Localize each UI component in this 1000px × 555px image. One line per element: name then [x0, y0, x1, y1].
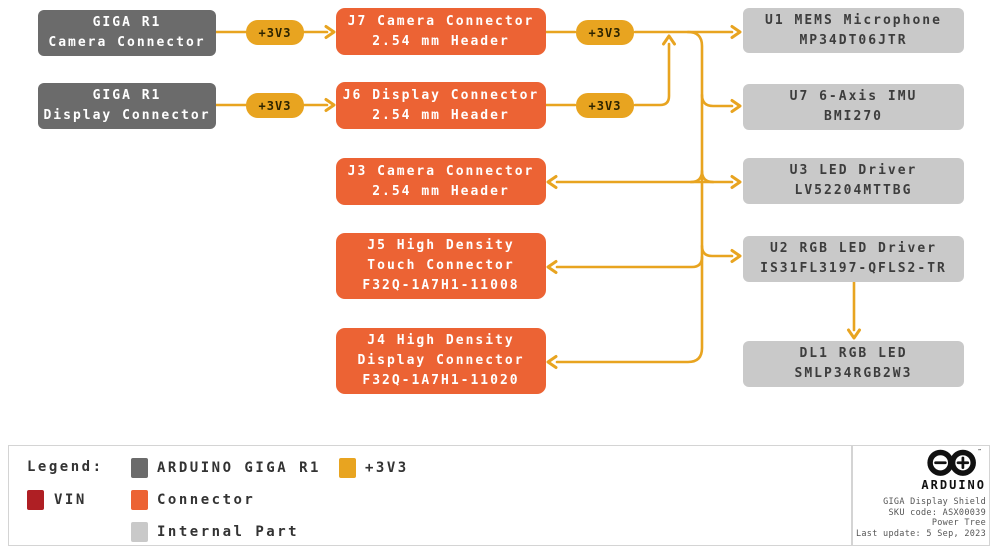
- node-label: U2 RGB LED Driver: [769, 241, 938, 256]
- legend-swatch-internal-part: [131, 522, 148, 542]
- node-j6: J6 Display Connector 2.54 mm Header: [336, 82, 546, 129]
- arrow-into-j7: [324, 25, 336, 39]
- wire-j5: [555, 255, 704, 269]
- footer-doc-type: Power Tree: [931, 518, 986, 528]
- node-giga-camera-connector: GIGA R1 Camera Connector: [38, 10, 216, 56]
- arrow-into-j3: [546, 175, 558, 189]
- node-label: J6 Display Connector: [342, 87, 540, 103]
- node-label: Display Connector: [357, 353, 525, 368]
- legend-panel: Legend: ARDUINO GIGA R1 +3V3 VIN Connect…: [8, 445, 990, 546]
- node-j3: J3 Camera Connector 2.54 mm Header: [336, 158, 546, 205]
- node-label: 2.54 mm Header: [372, 107, 510, 123]
- legend-label-connector: Connector: [157, 492, 256, 508]
- legend-swatch-arduino-giga: [131, 458, 148, 478]
- node-u1: U1 MEMS Microphone MP34DT06JTR: [743, 8, 964, 53]
- wire-junction-arch: [689, 169, 715, 184]
- wire-riser: [633, 42, 671, 107]
- node-label: GIGA R1: [92, 88, 162, 103]
- arrow-into-j4: [546, 355, 558, 369]
- footer-product: GIGA Display Shield: [883, 497, 986, 507]
- legend-label-arduino-giga: ARDUINO GIGA R1: [157, 460, 321, 476]
- node-j7: J7 Camera Connector 2.54 mm Header: [336, 8, 546, 55]
- wire-trunk: [555, 30, 704, 364]
- node-label: 2.54 mm Header: [372, 33, 510, 49]
- legend-title: Legend:: [27, 459, 104, 475]
- badge-3v3: +3V3: [576, 20, 634, 45]
- legend-divider: [851, 446, 853, 545]
- footer-last-update: Last update: 5 Sep, 2023: [855, 528, 986, 539]
- arduino-wordmark: ARDUINO: [921, 478, 986, 492]
- arduino-logo-icon: ™: [927, 448, 981, 476]
- legend-label-vin: VIN: [54, 492, 87, 508]
- node-u2: U2 RGB LED Driver IS31FL3197-QFLS2-TR: [743, 236, 964, 282]
- node-label: GIGA R1: [92, 15, 162, 30]
- node-label: F32Q-1A7H1-11008: [362, 278, 520, 293]
- badge-3v3: +3V3: [246, 20, 304, 45]
- arrow-riser-up: [662, 34, 676, 46]
- node-label: J4 High Density: [367, 333, 515, 348]
- node-label: U1 MEMS Microphone: [765, 12, 942, 28]
- node-label: U3 LED Driver: [789, 163, 918, 178]
- node-label: LV52204MTTBG: [794, 183, 913, 198]
- node-u3: U3 LED Driver LV52204MTTBG: [743, 158, 964, 204]
- node-u7: U7 6-Axis IMU BMI270: [743, 84, 964, 130]
- legend-label-internal-part: Internal Part: [157, 524, 300, 540]
- node-label: Camera Connector: [48, 35, 206, 50]
- arrow-into-u2: [730, 249, 742, 263]
- node-label: IS31FL3197-QFLS2-TR: [760, 261, 947, 276]
- node-label: SMLP34RGB2W3: [794, 366, 913, 381]
- footer-sku: SKU code: ASX00039: [888, 507, 986, 518]
- node-label: J3 Camera Connector: [347, 163, 535, 179]
- legend-label-3v3: +3V3: [365, 460, 409, 476]
- node-label: F32Q-1A7H1-11020: [362, 373, 520, 388]
- node-label: DL1 RGB LED: [799, 346, 908, 361]
- arrow-into-u3: [730, 175, 742, 189]
- footer-brand-block: ™ ARDUINO GIGA Display Shield SKU code: …: [850, 447, 994, 544]
- node-label: J5 High Density: [367, 238, 515, 253]
- legend-swatch-3v3: [339, 458, 356, 478]
- node-label: BMI270: [824, 109, 883, 124]
- arrow-into-j6: [324, 98, 336, 112]
- node-giga-display-connector: GIGA R1 Display Connector: [38, 83, 216, 129]
- footer-info: GIGA Display Shield SKU code: ASX00039 P…: [856, 497, 986, 539]
- wire-branch-u2: [700, 244, 734, 258]
- node-label: Touch Connector: [367, 258, 515, 273]
- arrow-into-u7: [730, 99, 742, 113]
- node-dl1: DL1 RGB LED SMLP34RGB2W3: [743, 341, 964, 387]
- svg-text:™: ™: [978, 448, 981, 454]
- badge-3v3: +3V3: [576, 93, 634, 118]
- node-label: U7 6-Axis IMU: [789, 89, 918, 104]
- legend-swatch-connector: [131, 490, 148, 510]
- node-label: J7 Camera Connector: [347, 13, 535, 29]
- wire-branch-u7: [700, 93, 734, 108]
- node-j5: J5 High Density Touch Connector F32Q-1A7…: [336, 233, 546, 299]
- legend-swatch-vin: [27, 490, 44, 510]
- node-label: 2.54 mm Header: [372, 183, 510, 199]
- arrow-into-dl1: [847, 328, 861, 340]
- node-label: Display Connector: [43, 108, 211, 123]
- node-label: MP34DT06JTR: [799, 32, 908, 48]
- badge-3v3: +3V3: [246, 93, 304, 118]
- node-j4: J4 High Density Display Connector F32Q-1…: [336, 328, 546, 394]
- arrow-into-j5: [546, 260, 558, 274]
- arrow-into-u1: [730, 25, 742, 39]
